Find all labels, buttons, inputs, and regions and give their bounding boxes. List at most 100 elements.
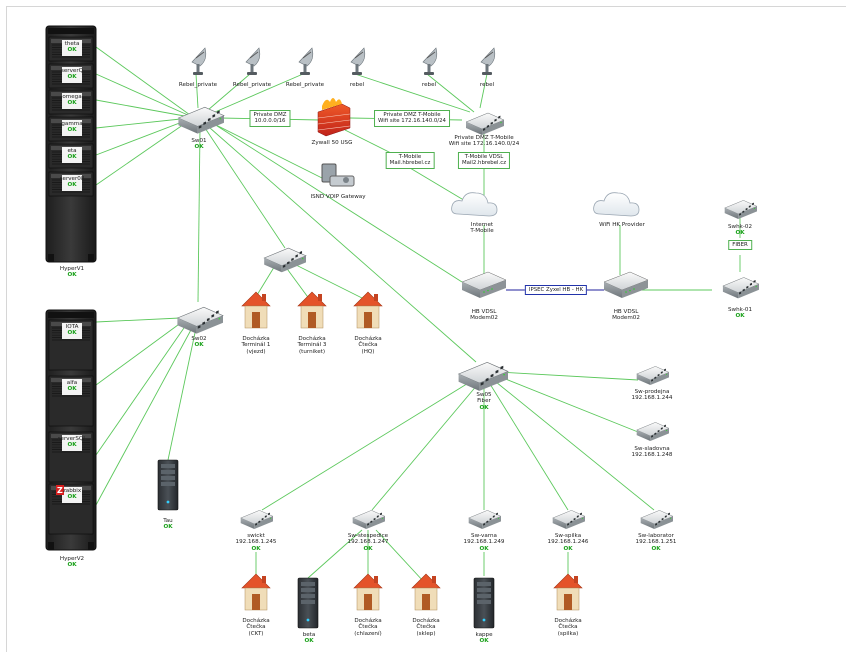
antenna-label: Rebel_private [232,82,272,88]
link [95,317,181,323]
link [404,164,473,206]
link [371,383,479,511]
internet-cloud-icon[interactable] [451,192,498,217]
swickt-icon[interactable] [240,510,274,530]
server-unit[interactable] [48,116,94,142]
sw-laborator-icon[interactable] [640,510,674,530]
house-icon[interactable] [411,573,441,611]
sw02-icon[interactable] [176,306,224,334]
voip-gateway-icon[interactable] [321,163,355,187]
links [95,46,741,583]
link [95,327,193,506]
link [95,46,191,116]
sw-prodejna-icon[interactable] [636,366,670,386]
house-icon[interactable] [353,573,383,611]
switch-center-icon[interactable] [263,247,307,273]
link [95,73,191,117]
link [95,118,191,156]
wifi-provider-cloud-icon[interactable] [593,192,640,217]
rack-hyperv2: Z [45,309,97,551]
server-unit[interactable] [48,375,94,427]
tower-server-icon[interactable] [473,577,495,629]
sw-varna-icon[interactable] [468,510,502,530]
house-icon[interactable] [553,573,583,611]
link [489,383,569,511]
link [495,381,655,511]
satellite-antenna-icon[interactable] [480,47,496,75]
voip-gateway-label: ISND VOIP Gateway [310,194,366,200]
sw01-icon[interactable] [177,106,225,134]
link [354,73,471,113]
satellite-antenna-icon[interactable] [191,47,207,75]
link [95,119,191,186]
link [209,127,477,363]
house-icon[interactable] [241,291,271,329]
house-icon[interactable] [353,291,383,329]
link [375,529,425,583]
firewall-icon[interactable] [317,98,351,137]
house-icon[interactable] [241,573,271,611]
satellite-antenna-icon[interactable] [422,47,438,75]
house-icon[interactable] [297,291,327,329]
server-unit[interactable] [48,143,94,169]
link [261,381,471,511]
link [307,529,363,579]
sw-sladovna-icon[interactable] [636,422,670,442]
link [293,263,367,301]
swhk01-icon[interactable] [722,277,760,299]
server-unit[interactable] [48,63,94,89]
sw-spilka-icon[interactable] [552,510,586,530]
pdmz-switch-icon[interactable] [465,112,505,135]
satellite-antenna-icon[interactable] [350,47,366,75]
firewall-label: Zywall 50 USG [311,140,353,146]
link [95,117,191,129]
satellite-antenna-icon[interactable] [298,47,314,75]
swhk02-icon[interactable] [724,200,758,220]
server-unit[interactable] [48,431,94,483]
sw05-icon[interactable] [457,361,509,391]
server-unit[interactable] [48,89,94,115]
tower-server-icon[interactable] [157,459,179,511]
link-label-ipsec: IPSEC Zyxel HB - HK [524,285,588,296]
sw-stespedice-icon[interactable] [352,510,386,530]
server-unit[interactable] [48,171,94,197]
server-unit[interactable] [48,36,94,62]
server-unit[interactable] [48,319,94,371]
link [284,265,311,301]
satellite-antenna-icon[interactable] [245,47,261,75]
link [197,127,201,303]
hb-vdsl-modem2-icon[interactable] [603,271,649,298]
link [497,375,639,433]
hb-vdsl-modem-icon[interactable] [461,271,507,298]
link [95,99,191,118]
tower-server-icon[interactable] [297,577,319,629]
rack-hyperv1 [45,25,97,263]
map-frame [6,6,846,652]
link [95,324,187,456]
